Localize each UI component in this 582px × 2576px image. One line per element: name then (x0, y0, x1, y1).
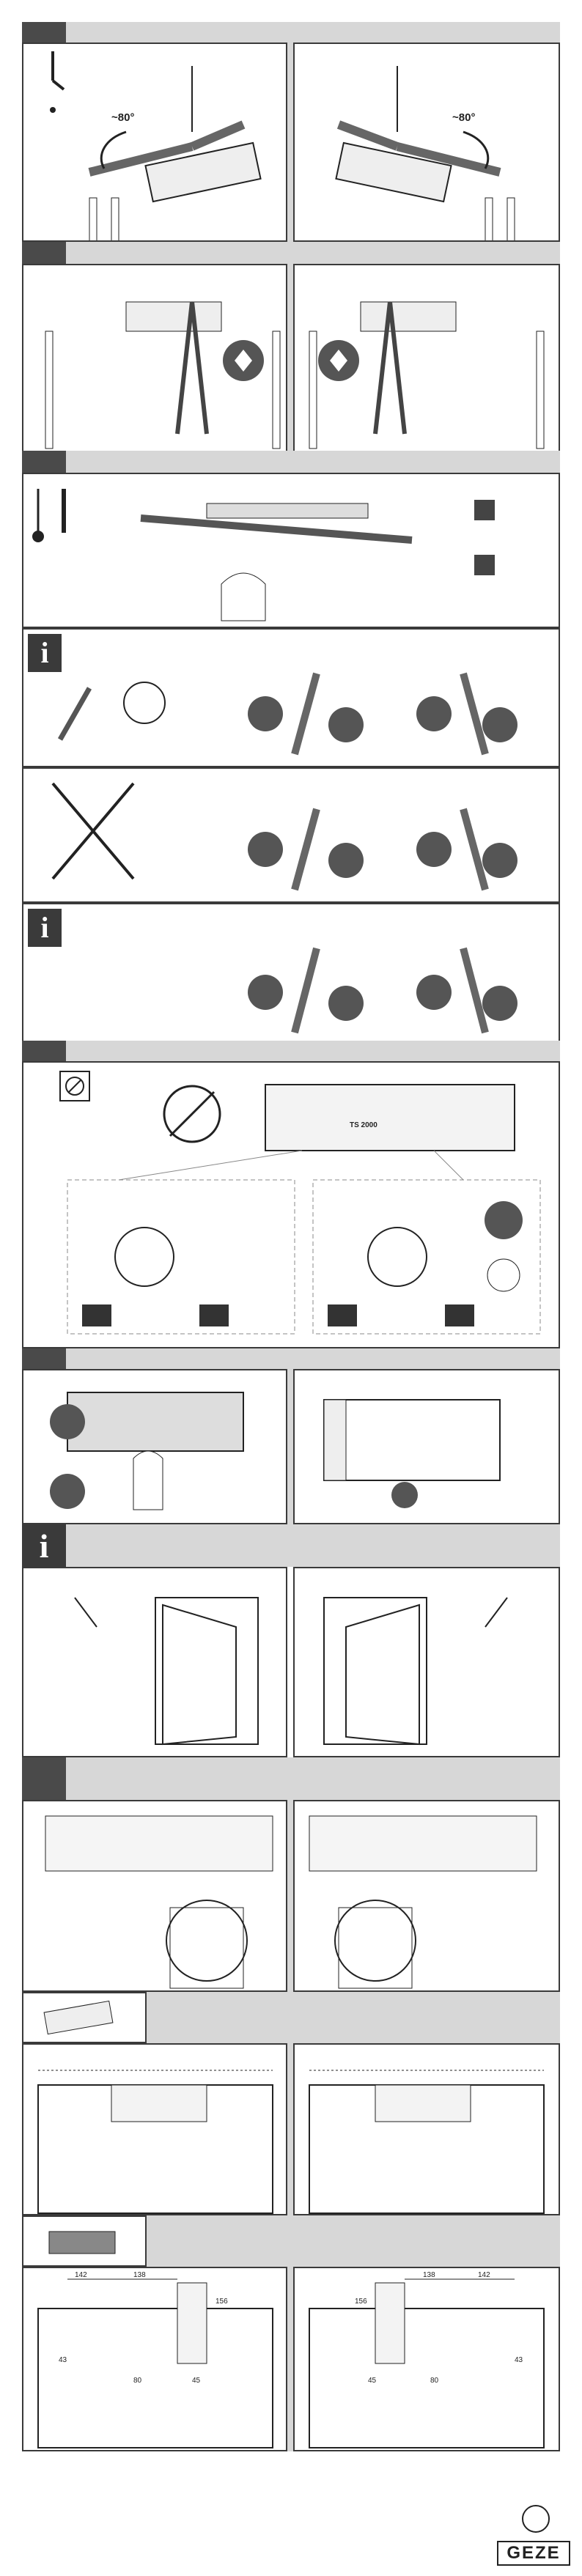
arm-direction-illustration-b (23, 769, 560, 903)
panel-arm-angle-left: ~80° (22, 43, 287, 242)
dim-138-left: 138 (133, 2271, 146, 2279)
arm-angle-left-illustration (23, 44, 287, 242)
plan-b-closer-icon (23, 2217, 147, 2267)
dim-45-right: 45 (368, 2377, 376, 2385)
plan-b-inset (22, 2215, 147, 2267)
section-3-tab (22, 451, 66, 473)
panel-arm-angle-right: ~80° (293, 43, 560, 242)
panel-plan-b-right: 142 138 156 43 45 80 (293, 2267, 560, 2451)
arm-direction-illustration-a (23, 630, 560, 767)
section-5-tab (22, 1348, 66, 1370)
section-6-header (66, 1524, 560, 1567)
dim-156-right: 156 (355, 2298, 367, 2306)
angle-label-right: ~80° (452, 111, 475, 124)
dim-43-left: 43 (59, 2356, 67, 2364)
plan-a-left-drawing (23, 2045, 287, 2215)
panel-door-pull (293, 1567, 560, 1757)
dim-43-right: 43 (515, 2356, 523, 2364)
panel-info-arm-a: i (22, 628, 560, 767)
dim-45-left: 45 (192, 2377, 200, 2385)
panel-arm-assembly (22, 473, 560, 628)
door-right-illustration (295, 265, 560, 454)
plan-a-right-drawing (295, 2045, 560, 2215)
panel-cover-left (22, 1369, 287, 1524)
arm-direction-illustration-c (23, 904, 560, 1044)
geze-logo: GEZE (497, 2541, 570, 2566)
door-left-illustration (23, 265, 287, 454)
panel-info-arm-c: i (22, 903, 560, 1044)
dim-142-right: 142 (478, 2271, 490, 2279)
dim-138-right: 138 (423, 2271, 435, 2279)
panel-template-left (22, 1800, 287, 1992)
section-2-tab (22, 242, 66, 264)
panel-plan-a-right (293, 2043, 560, 2215)
arm-angle-right-illustration (295, 44, 560, 242)
section-1-tab (22, 22, 66, 44)
dim-80-left: 80 (133, 2377, 141, 2385)
section-7-tab (22, 1757, 66, 1801)
cover-mount-illustration (23, 1370, 287, 1524)
panel-door-right (293, 264, 560, 454)
dim-156-left: 156 (216, 2298, 228, 2306)
dim-142-left: 142 (75, 2271, 87, 2279)
panel-door-push (22, 1567, 287, 1757)
model-label: TS 2000 (350, 1121, 377, 1129)
adjustment-illustration (23, 1063, 560, 1348)
info-icon-large: i (22, 1524, 66, 1568)
panel-plan-b-left: 142 138 156 43 80 45 (22, 2267, 287, 2451)
panel-adjustment: TS 2000 (22, 1061, 560, 1348)
template-left-illustration (23, 1801, 287, 1992)
door-push-illustration (23, 1568, 287, 1757)
cover-fixed-illustration (295, 1370, 560, 1524)
panel-info-arm-b (22, 767, 560, 903)
door-pull-illustration (295, 1568, 560, 1757)
plan-a-inset (22, 1992, 147, 2043)
arm-assembly-illustration (23, 474, 560, 628)
panel-plan-a-left (22, 2043, 287, 2215)
panel-cover-right (293, 1369, 560, 1524)
section-4-tab (22, 1041, 66, 1063)
quality-seal-icon (523, 2506, 549, 2532)
angle-label-left: ~80° (111, 111, 134, 124)
panel-door-left (22, 264, 287, 454)
dim-80-right: 80 (430, 2377, 438, 2385)
plan-a-closer-icon (23, 1993, 147, 2043)
template-right-illustration (295, 1801, 560, 1992)
panel-template-right (293, 1800, 560, 1992)
